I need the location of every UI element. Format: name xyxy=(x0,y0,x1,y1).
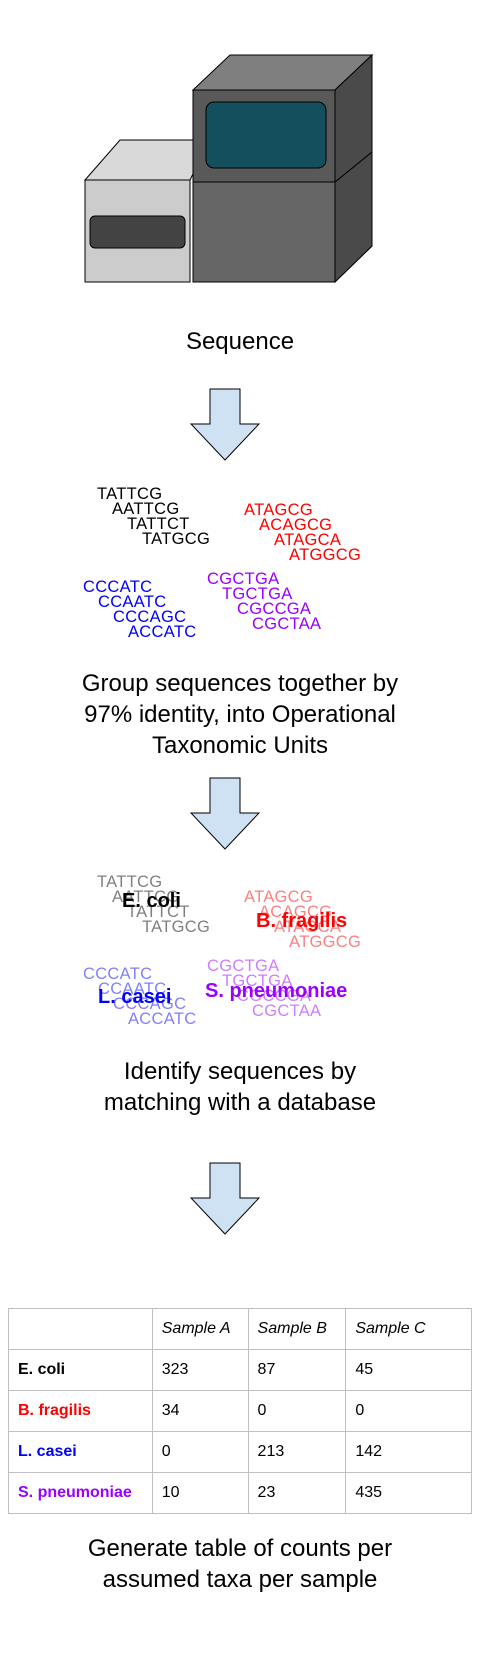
down-arrow-icon xyxy=(190,777,260,850)
table-cell: 45 xyxy=(345,1349,472,1391)
table-cell: 323 xyxy=(151,1349,249,1391)
caption-identify: Identify sequences by matching with a da… xyxy=(103,1058,377,1116)
table-header-row: Sample A Sample B Sample C xyxy=(8,1308,472,1350)
table-row: B. fragilis 34 0 0 xyxy=(8,1390,472,1432)
table-cell: 34 xyxy=(151,1390,249,1432)
taxon-label-l-casei: L. casei xyxy=(98,986,172,1008)
table-cell: 435 xyxy=(345,1472,472,1514)
caption-sequence: Sequence xyxy=(185,328,295,355)
faded-blue-seq-2: CCAATC xyxy=(98,980,167,998)
caption-group-otus: Group sequences together by 97% identity… xyxy=(81,670,399,759)
cluster-blue-seq-2: CCAATC xyxy=(98,593,167,611)
faded-red-seq-3: ATAGCA xyxy=(274,918,342,936)
table-header-sample-b: Sample B xyxy=(247,1308,347,1350)
cluster-red-seq-3: ATAGCA xyxy=(274,531,342,549)
table-cell: 213 xyxy=(247,1431,347,1473)
cluster-red-seq-4: ATGGCG xyxy=(289,546,362,564)
table-header-sample-a: Sample A xyxy=(151,1308,249,1350)
table-cell: 0 xyxy=(247,1390,347,1432)
faded-red-seq-4: ATGGCG xyxy=(289,933,362,951)
faded-blue-seq-1: CCCATC xyxy=(83,965,153,983)
table-cell: 10 xyxy=(151,1472,249,1514)
cluster-black-seq-3: TATTCT xyxy=(127,515,190,533)
cluster-purple-seq-2: TGCTGA xyxy=(222,585,293,603)
table-row: L. casei 0 213 142 xyxy=(8,1431,472,1473)
faded-blue-seq-4: ACCATC xyxy=(128,1010,197,1028)
taxon-label-b-fragilis: B. fragilis xyxy=(256,910,348,932)
cluster-purple-seq-3: CGCCGA xyxy=(237,600,312,618)
table-header-empty xyxy=(8,1308,153,1350)
caption-generate-table: Generate table of counts per assumed tax… xyxy=(87,1535,393,1593)
faded-purple-seq-3: CGCCGA xyxy=(237,987,312,1005)
taxon-label-e-coli: E. coli xyxy=(122,890,181,912)
faded-blue-seq-3: CCCAGC xyxy=(113,995,187,1013)
cluster-black-seq-4: TATGCG xyxy=(142,530,211,548)
table-cell: 0 xyxy=(345,1390,472,1432)
faded-purple-seq-1: CGCTGA xyxy=(207,957,280,975)
cluster-purple-seq-1: CGCTGA xyxy=(207,570,280,588)
table-row: S. pneumoniae 10 23 435 xyxy=(8,1472,472,1514)
table-cell: 23 xyxy=(247,1472,347,1514)
faded-black-seq-3: TATTCT xyxy=(127,903,190,921)
cluster-red-seq-2: ACAGCG xyxy=(259,516,333,534)
row-taxon-s-pneumoniae: S. pneumoniae xyxy=(8,1472,153,1514)
cluster-blue-seq-4: ACCATC xyxy=(128,623,197,641)
table-row: E. coli 323 87 45 xyxy=(8,1349,472,1391)
faded-black-seq-2: AATTCG xyxy=(112,888,180,906)
table-header-sample-c: Sample C xyxy=(345,1308,472,1350)
faded-black-seq-1: TATTCG xyxy=(97,873,163,891)
faded-purple-seq-2: TGCTGA xyxy=(222,972,293,990)
faded-red-seq-1: ATAGCG xyxy=(244,888,314,906)
faded-black-seq-4: TATGCG xyxy=(142,918,211,936)
faded-purple-seq-4: CGCTAA xyxy=(252,1002,322,1020)
cluster-blue-seq-1: CCCATC xyxy=(83,578,153,596)
table-cell: 87 xyxy=(247,1349,347,1391)
cluster-black-seq-2: AATTCG xyxy=(112,500,180,518)
cluster-blue-seq-3: CCCAGC xyxy=(113,608,187,626)
table-cell: 142 xyxy=(345,1431,472,1473)
taxon-label-s-pneumoniae: S. pneumoniae xyxy=(205,980,348,1002)
faded-red-seq-2: ACAGCG xyxy=(259,903,333,921)
down-arrow-icon xyxy=(190,1162,260,1235)
row-taxon-l-casei: L. casei xyxy=(8,1431,153,1473)
table-cell: 0 xyxy=(151,1431,249,1473)
down-arrow-icon xyxy=(190,388,260,461)
counts-table: Sample A Sample B Sample C E. coli 323 8… xyxy=(8,1308,472,1514)
cluster-black-seq-1: TATTCG xyxy=(97,485,163,503)
cluster-red-seq-1: ATAGCG xyxy=(244,501,314,519)
row-taxon-b-fragilis: B. fragilis xyxy=(8,1390,153,1432)
cluster-purple-seq-4: CGCTAA xyxy=(252,615,322,633)
sequencer-machine-icon xyxy=(83,53,374,284)
row-taxon-e-coli: E. coli xyxy=(8,1349,153,1391)
